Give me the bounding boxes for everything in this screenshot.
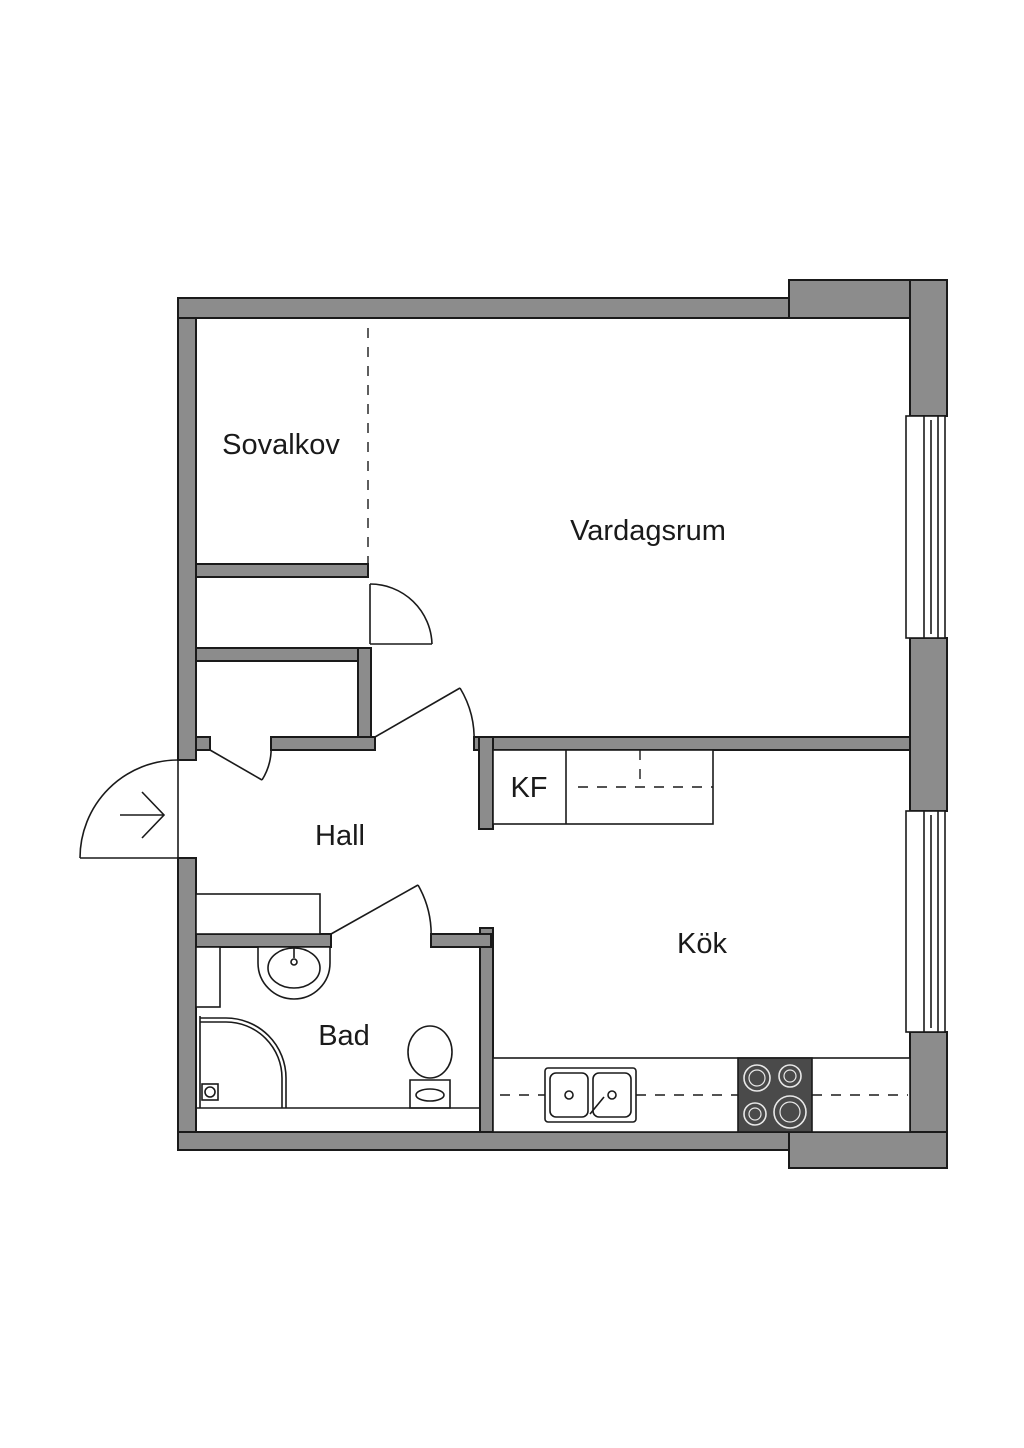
- washbasin-icon: [257, 946, 331, 1000]
- hall-shelf: [195, 893, 321, 935]
- storage-door[interactable]: [209, 743, 272, 781]
- window-vardagsrum: [905, 415, 946, 639]
- vardagsrum-door[interactable]: [374, 687, 475, 745]
- room-label-kok: Kök: [677, 928, 727, 960]
- bathroom-door[interactable]: [330, 884, 432, 941]
- toilet-icon: [407, 1025, 453, 1109]
- entrance-arrow-icon: [120, 791, 166, 839]
- window-kok: [905, 810, 946, 1033]
- shower-icon: [199, 1016, 287, 1108]
- interior-walls: [195, 563, 911, 1133]
- wardrobe-door[interactable]: [369, 583, 433, 645]
- room-label-kf: KF: [510, 772, 547, 804]
- bath-cabinet: [195, 946, 221, 1008]
- sink-icon: [544, 1067, 637, 1123]
- entrance-door[interactable]: [79, 759, 179, 859]
- room-label-hall: Hall: [315, 820, 365, 852]
- room-label-vardagsrum: Vardagsrum: [570, 515, 726, 547]
- outer-walls: [177, 279, 948, 1169]
- stove-icon: [737, 1057, 813, 1133]
- room-label-bad: Bad: [318, 1020, 370, 1052]
- kf-units: [492, 749, 714, 825]
- room-label-sovalkov: Sovalkov: [222, 429, 340, 461]
